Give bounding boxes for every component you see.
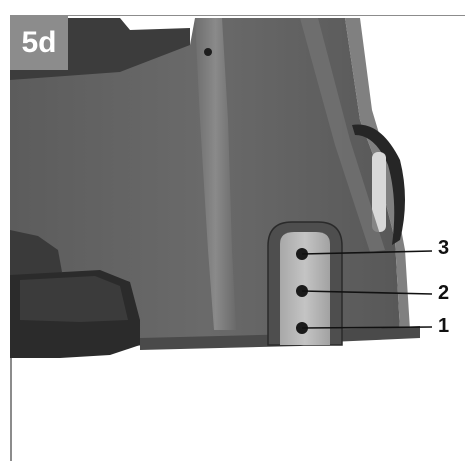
leader-line-2 xyxy=(301,290,433,295)
leader-line-1 xyxy=(301,326,433,329)
callout-label-2: 2 xyxy=(438,282,450,304)
step-badge: 5d xyxy=(10,16,68,70)
diagonal-rib xyxy=(300,18,385,252)
callout-label-3: 3 xyxy=(438,237,450,259)
body-edge xyxy=(345,18,410,330)
front-foot-top xyxy=(20,276,128,322)
rear-wheel xyxy=(352,124,405,245)
screw-hole xyxy=(204,48,212,56)
callout-label-1: 1 xyxy=(438,315,450,337)
wheel-rim xyxy=(372,152,386,232)
front-housing xyxy=(10,230,62,282)
center-rib xyxy=(195,18,236,330)
leader-line-3 xyxy=(301,250,433,255)
